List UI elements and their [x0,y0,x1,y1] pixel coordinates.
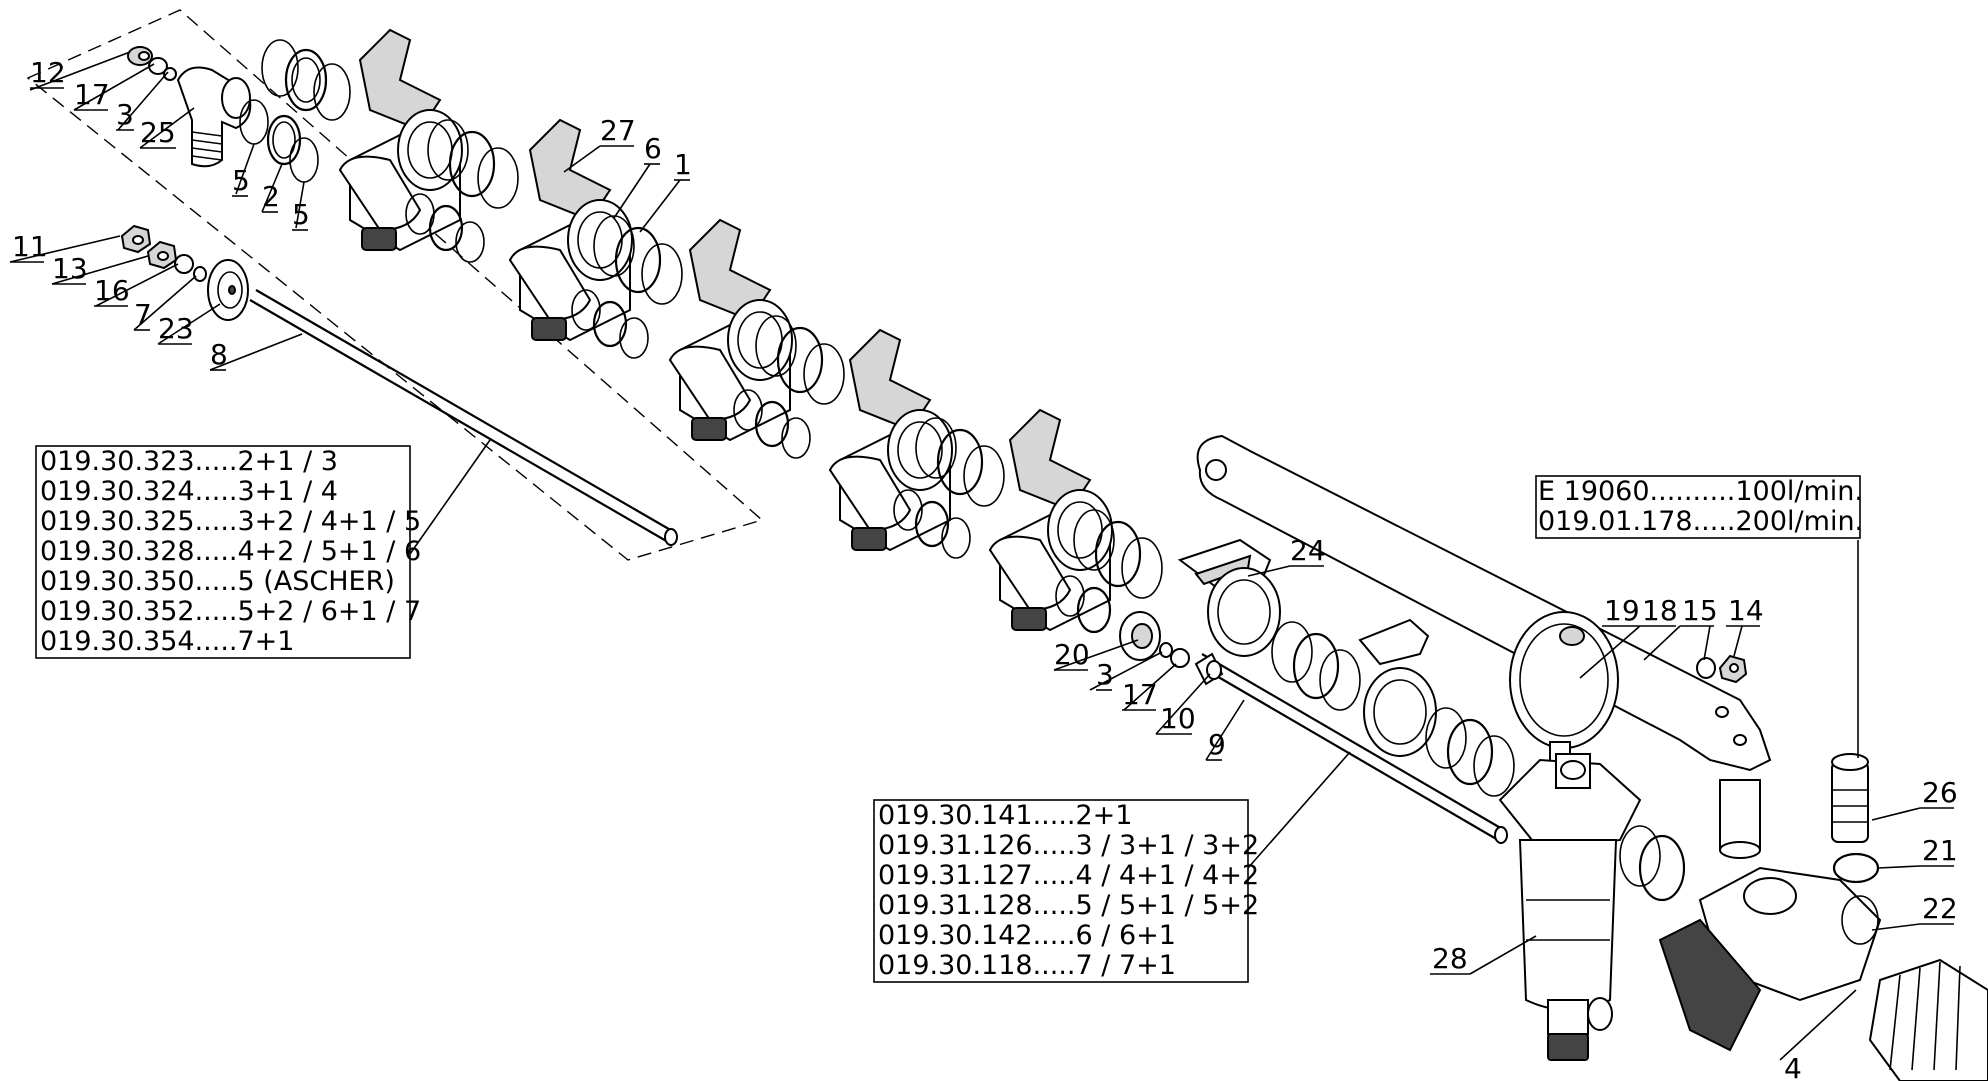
nut-part-12 [127,46,153,66]
label-26: 26 [1922,776,1958,809]
table-left-row-3: 019.30.325.....3+2 / 4+1 / 5 [40,506,421,537]
bracket-part-18 [1196,434,1772,859]
label-3b: 3 [1096,658,1114,691]
table-filter-flow: E 19060..........100l/min. 019.01.178...… [1535,475,1863,539]
label-5b: 5 [292,198,310,231]
label-7: 7 [134,298,152,331]
elbow-fitting-part-25 [176,66,252,168]
valve-section-1 [338,28,463,252]
nut-part-13 [146,240,178,270]
washer-part-7 [193,266,207,282]
rod-part-9 [1195,653,1508,844]
table-left-row-2: 019.30.324.....3+1 / 4 [40,476,338,507]
spacer-part-10 [1194,652,1224,686]
label-2: 2 [262,180,280,213]
oring-part-21 [1832,852,1880,884]
motor-part-4 [1868,958,1988,1081]
washer-part-17b [1170,648,1190,668]
label-11: 11 [12,230,48,263]
leader-lines [9,51,1921,1061]
plug-part-20 [1119,611,1161,661]
dashed-assembly-outline [26,9,764,561]
label-13: 13 [52,252,88,285]
nut-part-11 [120,224,152,254]
valve-section-5 [988,408,1113,632]
washer-part-3a [163,67,177,81]
label-20: 20 [1054,638,1090,671]
table-left-row-6: 019.30.352.....5+2 / 6+1 / 7 [40,596,421,627]
label-16: 16 [94,274,130,307]
label-23: 23 [158,312,194,345]
label-24: 24 [1290,534,1326,567]
nut-part-14 [1718,654,1748,684]
table-mid-row-5: 019.30.142.....6 / 6+1 [878,920,1176,951]
flange-disc-part-23 [207,259,249,321]
label-14: 14 [1728,594,1764,627]
table-mid-row-3: 019.31.127.....4 / 4+1 / 4+2 [878,860,1259,891]
filter-part-28 [1498,753,1642,1061]
label-1: 1 [674,148,692,181]
label-9: 9 [1208,728,1226,761]
valve-section-3 [668,218,793,442]
table-mid-row-4: 019.31.128.....5 / 5+1 / 5+2 [878,890,1259,921]
regulator-part-22 [1658,866,1882,1052]
label-4: 4 [1784,1052,1802,1081]
table-left-row-7: 019.30.354.....7+1 [40,626,294,657]
label-15: 15 [1682,594,1718,627]
table-left-row-1: 019.30.323.....2+1 / 3 [40,446,338,477]
valve-section-4 [828,328,953,552]
label-17b: 17 [1122,678,1158,711]
label-5a: 5 [232,164,250,197]
table-right-row-2: 019.01.178.....200l/min. [1538,506,1863,537]
label-28: 28 [1432,942,1468,975]
washer-part-3b [1159,642,1173,658]
washer-part-16 [174,254,194,274]
label-17a: 17 [74,78,110,111]
table-mid-row-6: 019.30.118.....7 / 7+1 [878,950,1176,981]
label-25: 25 [140,116,176,149]
washer-part-15 [1696,657,1716,679]
orings-between-sections [405,119,1163,634]
label-10: 10 [1160,702,1196,735]
hose-fitting-part-26 [1831,753,1869,843]
table-left-row-4: 019.30.328.....4+2 / 5+1 / 6 [40,536,421,567]
label-6: 6 [644,132,662,165]
label-22: 22 [1922,892,1958,925]
table-mid-row-1: 019.30.141.....2+1 [878,800,1132,831]
label-27: 27 [600,114,636,147]
label-12: 12 [30,56,66,89]
valve-section-2 [508,118,633,342]
label-21: 21 [1922,834,1958,867]
table-right-row-1: E 19060..........100l/min. [1538,476,1863,507]
rod-part-8 [249,289,678,546]
label-8: 8 [210,338,228,371]
table-mid-row-2: 019.31.126.....3 / 3+1 / 3+2 [878,830,1259,861]
label-19: 19 [1604,594,1640,627]
label-3a: 3 [116,98,134,131]
table-left-row-5: 019.30.350.....5 (ASCHER) [40,566,395,597]
orings-lever-valves [1271,621,1686,902]
pressure-gauge-part-19 [1509,611,1619,769]
label-18: 18 [1642,594,1678,627]
table-rod-9-lengths: 019.30.141.....2+1 019.31.126.....3 / 3+… [873,799,1259,983]
part-labels: 12 17 3 25 5 2 5 11 13 16 7 23 8 27 6 1 … [10,56,1958,1081]
table-rod-lengths: 019.30.323.....2+1 / 3 019.30.324.....3+… [35,445,421,659]
